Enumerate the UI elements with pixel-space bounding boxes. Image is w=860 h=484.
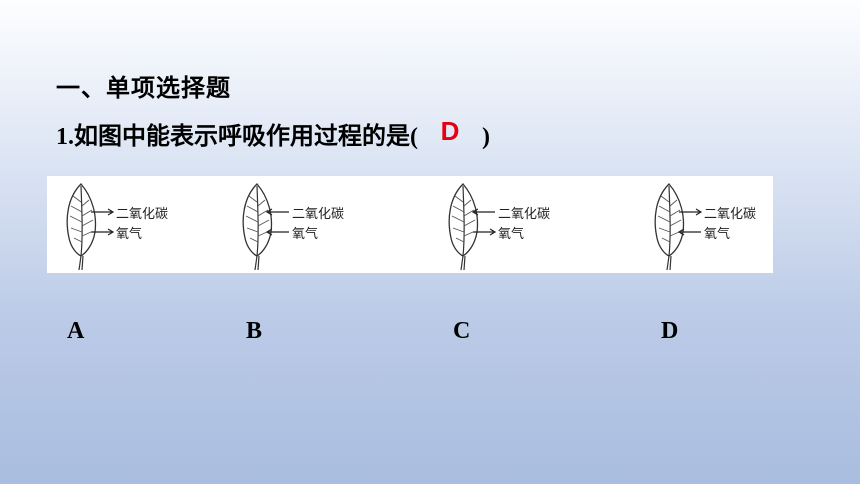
- leaf-midrib: [78, 185, 84, 271]
- leaf-veins: [245, 195, 270, 243]
- carbon-dioxide-arrow-icon: [471, 208, 495, 216]
- leaf-panel-a: 二氧化碳氧气: [61, 176, 211, 273]
- question-line: 1.如图中能表示呼吸作用过程的是( D): [56, 116, 490, 151]
- oxygen-arrow-icon: [265, 228, 289, 236]
- leaf-panel-b: 二氧化碳氧气: [237, 176, 387, 273]
- question-text: 如图中能表示呼吸作用过程的是: [74, 122, 410, 150]
- leaf-icon: [242, 183, 289, 271]
- carbon-dioxide-arrow-icon: [265, 208, 289, 216]
- option-a-label: A: [67, 318, 85, 344]
- answer-letter: D: [440, 116, 460, 146]
- section-heading: 一、单项选择题: [56, 74, 231, 102]
- question-number: 1.: [56, 124, 74, 150]
- leaf-icon: [654, 183, 703, 271]
- leaf-veins: [657, 195, 682, 243]
- leaf-figure-strip: 二氧化碳氧气 二氧化碳氧气 二氧化碳氧气 二氧化碳氧气: [47, 176, 773, 273]
- leaf-panel-d: 二氧化碳氧气: [649, 176, 799, 273]
- carbon-dioxide-label: 二氧化碳: [704, 207, 757, 222]
- option-c-label: C: [453, 318, 471, 344]
- leaf-veins: [69, 195, 94, 243]
- leaf-midrib: [666, 185, 672, 271]
- leaf-midrib: [254, 185, 260, 271]
- option-d-label: D: [661, 318, 679, 344]
- oxygen-arrow-icon: [677, 228, 701, 236]
- carbon-dioxide-arrow-icon: [91, 208, 115, 216]
- carbon-dioxide-label: 二氧化碳: [292, 207, 345, 222]
- leaf-midrib: [460, 185, 466, 271]
- oxygen-label: 氧气: [292, 227, 319, 242]
- leaf-icon: [66, 183, 115, 271]
- close-paren: ): [482, 124, 490, 150]
- oxygen-label: 氧气: [498, 227, 525, 242]
- carbon-dioxide-label: 二氧化碳: [116, 207, 169, 222]
- oxygen-label: 氧气: [116, 227, 143, 242]
- oxygen-arrow-icon: [91, 228, 115, 236]
- carbon-dioxide-arrow-icon: [679, 208, 703, 216]
- open-paren: (: [410, 124, 418, 150]
- leaf-panel-c: 二氧化碳氧气: [443, 176, 593, 273]
- answer-blank: D: [418, 116, 482, 150]
- oxygen-arrow-icon: [473, 228, 497, 236]
- oxygen-label: 氧气: [704, 227, 731, 242]
- carbon-dioxide-label: 二氧化碳: [498, 207, 551, 222]
- leaf-icon: [448, 183, 497, 271]
- leaf-veins: [451, 195, 476, 243]
- option-b-label: B: [246, 318, 263, 344]
